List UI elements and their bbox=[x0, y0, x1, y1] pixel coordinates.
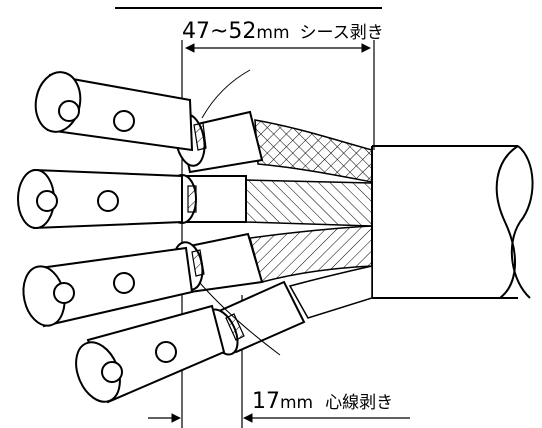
lug-hole bbox=[113, 272, 135, 294]
core-leader-arc bbox=[199, 282, 281, 356]
sheath-strip-label: 47~52mm シース剥き bbox=[182, 19, 384, 44]
sheath-strip-value: 47~52 bbox=[182, 19, 256, 44]
conductor-1 bbox=[34, 71, 373, 183]
lug-hole bbox=[97, 190, 119, 212]
sheath-strip-text: シース剥き bbox=[300, 23, 384, 43]
lug-hole bbox=[155, 341, 177, 363]
sheath-strip-unit: mm bbox=[256, 23, 289, 43]
conductor-2 bbox=[17, 168, 373, 230]
lug-hole bbox=[113, 110, 135, 132]
lug-hole bbox=[101, 361, 123, 383]
conductor-3 bbox=[22, 225, 373, 328]
cable-sheath bbox=[371, 145, 534, 299]
core-strip-unit: mm bbox=[280, 393, 313, 413]
lug-hole bbox=[58, 100, 80, 122]
lug-hole bbox=[36, 190, 58, 212]
lug-hole bbox=[53, 282, 75, 304]
sheath-leader-arc bbox=[201, 69, 251, 119]
conductor-4 bbox=[75, 265, 373, 404]
core-strip-text: 心線剥き bbox=[325, 393, 393, 413]
core-strip-label: 17mm 心線剥き bbox=[252, 389, 393, 414]
core-strip-value: 17 bbox=[252, 389, 280, 414]
